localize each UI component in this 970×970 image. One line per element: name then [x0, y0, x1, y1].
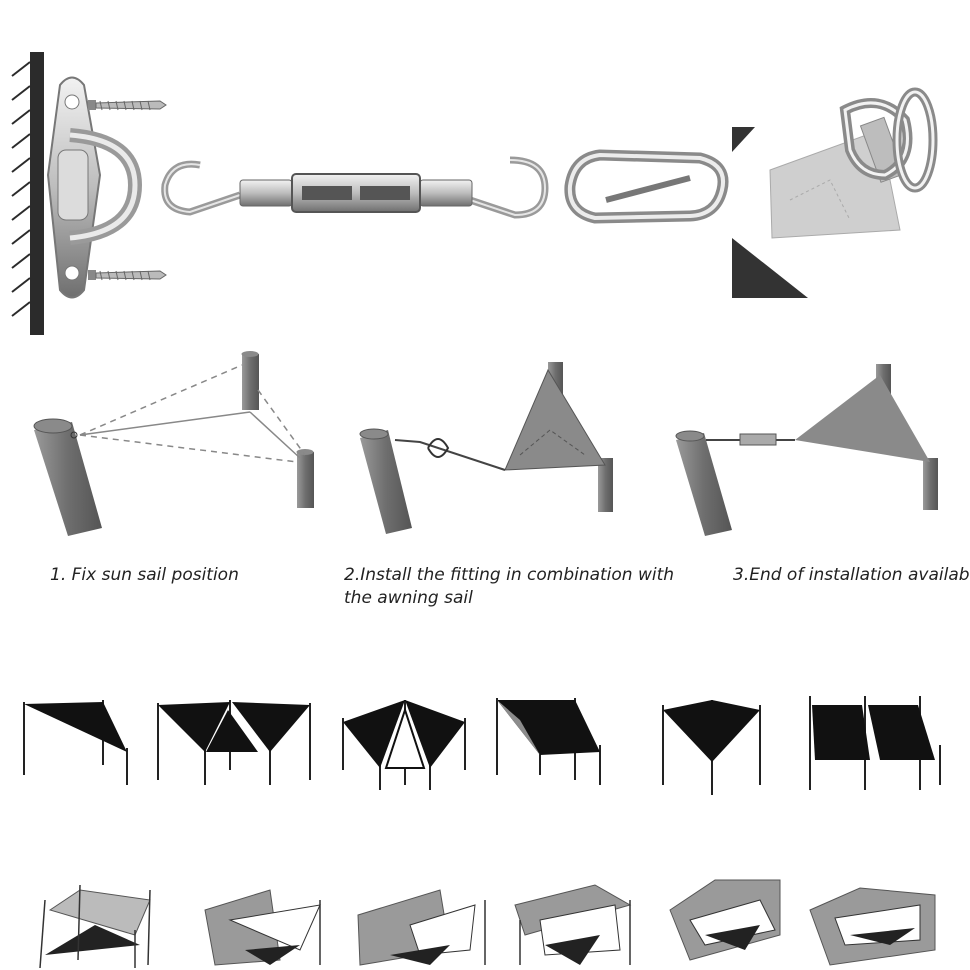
- pole-icon: [33, 418, 102, 536]
- sail-layout-icon: [157, 700, 311, 785]
- step2-diagram: [359, 362, 613, 534]
- wall-mount-group: [11, 52, 167, 335]
- screw-icon: [88, 270, 167, 281]
- pole-icon: [675, 430, 732, 536]
- sail-layout-icon: [809, 887, 936, 966]
- sail-layout-icon: [342, 700, 466, 790]
- sail-layout-icon: [204, 889, 321, 966]
- step-2-line-2: the awning sail: [344, 588, 473, 608]
- step1-diagram: [33, 351, 314, 536]
- carabiner-icon: [564, 149, 729, 224]
- sail-layout-icon: [669, 879, 781, 961]
- sail-layout-icon: [809, 696, 941, 790]
- step-3-caption: 3.End of installation availabl: [733, 564, 970, 587]
- sail-layout-icon: [662, 700, 761, 795]
- pole-icon: [359, 428, 412, 534]
- pole-icon: [598, 458, 613, 512]
- sail-layout-icon: [496, 698, 601, 785]
- turnbuckle-icon: [161, 156, 549, 219]
- wall-hatching: [11, 61, 31, 317]
- sail-ring-icon: [732, 87, 940, 298]
- step-2-caption: 2.Install the fitting in combination wit…: [344, 564, 674, 610]
- screw-icon: [88, 100, 167, 111]
- step-2-line-1: 2.Install the fitting in combination wit…: [344, 565, 675, 585]
- sail-layout-icon: [39, 884, 151, 969]
- sail-layout-icon: [357, 889, 486, 966]
- step-1-line-1: 1. Fix sun sail position: [50, 565, 239, 585]
- step-3-line-1: 3.End of installation availabl: [733, 565, 970, 585]
- pad-eye-icon: [46, 76, 143, 299]
- sail-layout-icon: [514, 884, 632, 965]
- wall: [30, 52, 44, 335]
- pole-icon: [241, 351, 259, 410]
- pole-icon: [296, 449, 314, 508]
- step-1-caption: 1. Fix sun sail position: [50, 564, 239, 587]
- sail-layout-icon: [23, 700, 128, 785]
- step3-diagram: [675, 364, 938, 536]
- pole-icon: [923, 458, 938, 510]
